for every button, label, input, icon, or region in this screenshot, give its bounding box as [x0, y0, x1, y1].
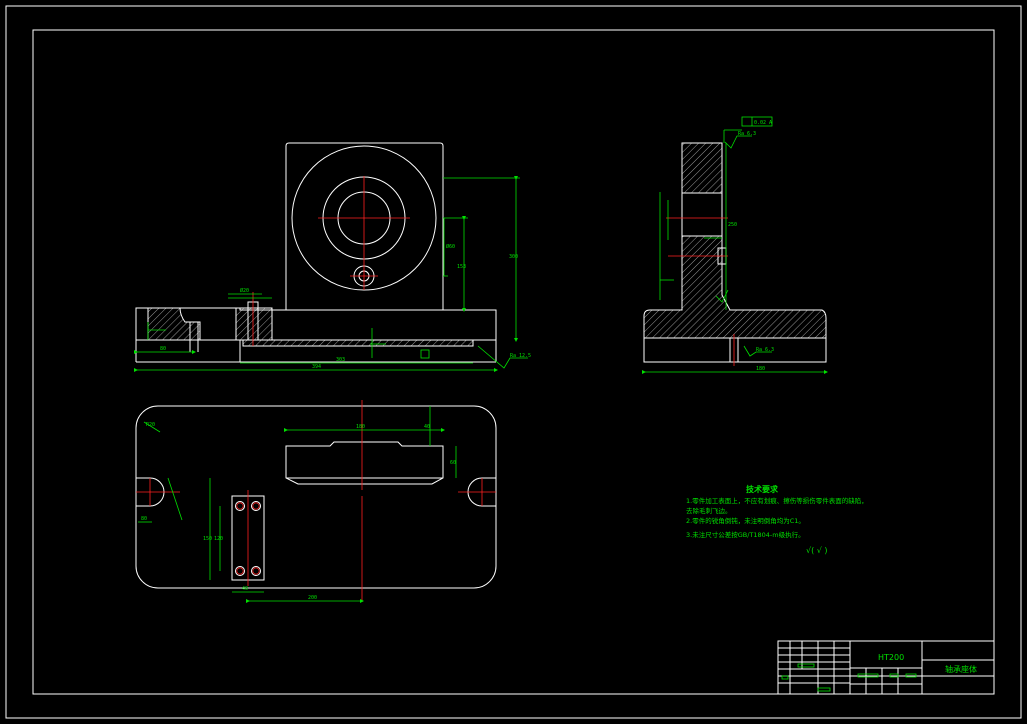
tech-requirements: 技术要求 1.零件加工表面上，不应有划痕、擦伤等损伤零件表面的缺陷， 去除毛刺飞…	[686, 484, 868, 555]
title-part-code: HT200	[878, 653, 904, 662]
top-dim-x: 200	[308, 595, 317, 601]
title-drawing-name: 轴承座体	[945, 664, 977, 674]
top-view: 180 40 60 150 120 40 200 80 R20	[135, 400, 497, 603]
dim-left-offset: 80	[160, 346, 166, 352]
tech-line-2: 去除毛刺飞边。	[686, 506, 732, 515]
inner-border	[32, 29, 995, 695]
front-view: 394 303 300 153 Ø60 80 Ø20 Ra 12.5	[134, 142, 531, 372]
dim-center-height: 153	[457, 264, 466, 270]
top-dim-pitch: 120	[214, 536, 223, 542]
side-roughness-top: Ra 6.3	[738, 131, 756, 137]
roughness-symbol: √( √ )	[806, 546, 828, 555]
tech-heading: 技术要求	[746, 484, 779, 494]
side-dim-width: 180	[756, 366, 765, 372]
title-block: HT200 轴承座体	[777, 640, 995, 695]
top-dim-slot-height: 40	[424, 424, 430, 430]
top-dim-depth: 60	[450, 460, 456, 466]
side-roughness-bottom: Ra 6.3	[756, 347, 774, 353]
dim-overall-height: 300	[509, 254, 518, 260]
top-dim-offset: 80	[141, 516, 147, 522]
top-dim-plate-height: 150	[203, 536, 212, 542]
tech-line-4: 3.未注尺寸公差按GB/T1804-m级执行。	[686, 530, 805, 539]
dim-bolt-hole: Ø20	[240, 287, 249, 294]
dim-base-width: 303	[336, 357, 345, 363]
top-dim-slot: 180	[356, 424, 365, 430]
front-roughness: Ra 12.5	[510, 353, 531, 359]
top-dim-radius: R20	[146, 422, 155, 428]
top-dim-plate-width: 40	[242, 586, 248, 592]
dim-bore: Ø60	[446, 243, 455, 250]
side-tolerance: 0.02 A	[754, 120, 772, 126]
tech-line-1: 1.零件加工表面上，不应有划痕、擦伤等损伤零件表面的缺陷，	[686, 496, 868, 505]
side-view: 250 180 0.02 A Ra 6.3 Ra 6.3	[642, 116, 828, 374]
dim-overall-width: 394	[312, 364, 321, 370]
outer-border	[5, 5, 1022, 719]
side-dim-height: 250	[728, 222, 737, 228]
tech-line-3: 2.零件的锐角倒钝，未注明倒角均为C1。	[686, 516, 805, 525]
